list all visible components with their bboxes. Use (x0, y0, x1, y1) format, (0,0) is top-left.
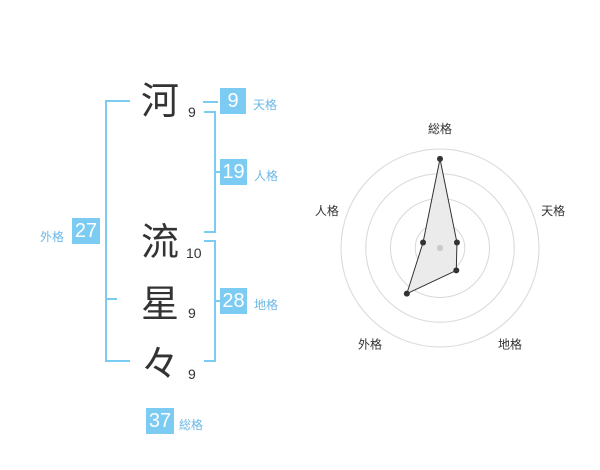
radar-label-2: 天格 (541, 203, 565, 218)
gaikaku-label: 外格 (40, 230, 65, 244)
radar-label-1: 総格 (428, 121, 452, 136)
kanji-2: 流 (141, 220, 180, 264)
radar-point-1 (437, 155, 443, 162)
radar-area (406, 158, 458, 295)
radar-point-5 (420, 239, 427, 246)
radar-label-5: 人格 (315, 203, 339, 218)
chikaku-bracket-tick (214, 300, 220, 302)
tenkaku-connector (203, 101, 218, 103)
kanji-4-strokes: 9 (188, 366, 196, 382)
radar-center (437, 245, 443, 251)
soukaku-label: 総格 (179, 418, 204, 432)
radar-ring-1 (340, 148, 540, 348)
tenkaku-value: 9 (220, 88, 246, 114)
radar-point-2 (453, 239, 460, 246)
kanji-4: 々 (141, 342, 180, 386)
soukaku-value: 37 (146, 408, 174, 434)
gaikaku-bracket-tick (105, 298, 117, 300)
jinkaku-value: 19 (220, 159, 247, 185)
radar-point-3 (453, 267, 460, 274)
kanji-3-strokes: 9 (188, 305, 196, 321)
tenkaku-label: 天格 (253, 98, 278, 112)
kanji-1: 河 (141, 79, 180, 123)
radar-label-3: 地格 (498, 336, 522, 351)
kanji-1-strokes: 9 (188, 104, 196, 120)
jinkaku-bracket-tick (214, 171, 220, 173)
gaikaku-bracket (105, 100, 130, 362)
radar-label-4: 外格 (358, 336, 382, 351)
chikaku-label: 地格 (254, 298, 279, 312)
kanji-3: 星 (141, 282, 180, 326)
chikaku-value: 28 (220, 288, 247, 314)
gaikaku-value: 27 (72, 218, 100, 244)
jinkaku-label: 人格 (254, 169, 279, 183)
radar-point-4 (403, 290, 410, 297)
kanji-2-strokes: 10 (186, 245, 202, 261)
